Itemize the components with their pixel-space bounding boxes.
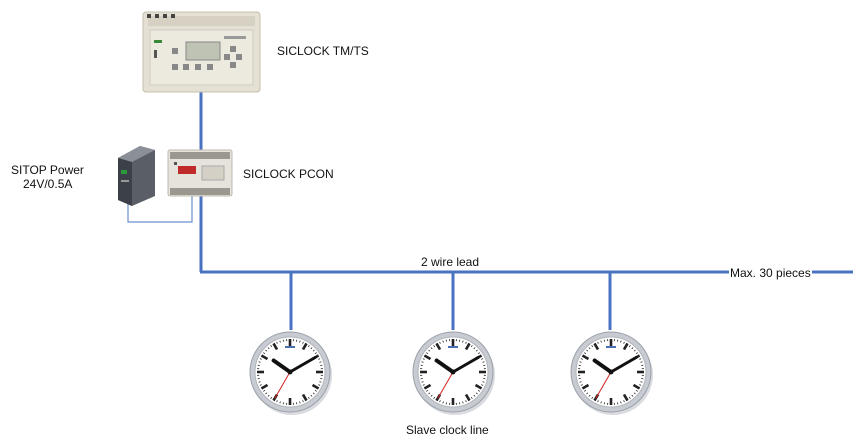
bus-lines (200, 92, 853, 330)
wall-clock-icon (413, 332, 495, 415)
sitop-power-label: SITOP Power (11, 163, 84, 177)
two-wire-lead-label: 2 wire lead (421, 255, 479, 269)
siclock-tmts-label: SICLOCK TM/TS (277, 44, 369, 58)
siclock-tmts-device (143, 12, 260, 92)
wall-clock-icon (250, 332, 332, 415)
siclock-pcon-device (168, 150, 232, 196)
sitop-rating-label: 24V/0.5A (23, 177, 72, 191)
max-pieces-label: Max. 30 pieces (729, 266, 812, 280)
slave-clocks (250, 332, 653, 415)
wall-clock-icon (571, 332, 653, 415)
sitop-power-device (118, 146, 155, 206)
slave-clock-line-label: Slave clock line (406, 423, 489, 437)
siclock-pcon-label: SICLOCK PCON (243, 167, 334, 181)
